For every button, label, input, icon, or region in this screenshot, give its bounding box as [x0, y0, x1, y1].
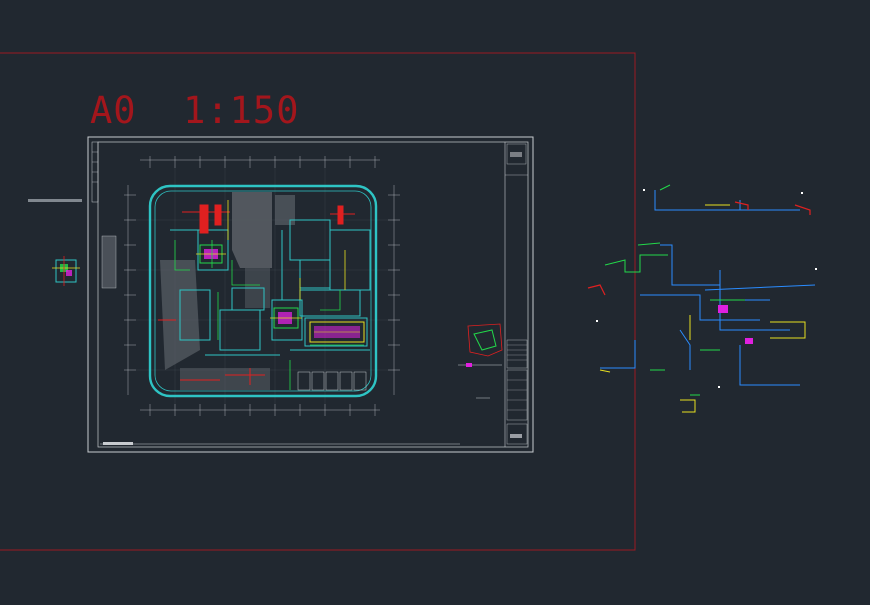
layout-boundary-frame — [0, 52, 636, 551]
drawing-note-text — [28, 199, 82, 202]
pipe-system-diagram[interactable] — [587, 184, 817, 413]
site-location-plan[interactable] — [458, 323, 503, 399]
floor-plan[interactable] — [101, 156, 400, 416]
mep-equipment-cluster-3[interactable] — [309, 321, 365, 346]
mep-equipment-cluster-1[interactable] — [196, 240, 226, 268]
title-block — [504, 142, 528, 447]
sheet-scale-label: A0 1:150 — [90, 89, 300, 132]
drawing-sheet[interactable] — [87, 136, 534, 453]
mep-equipment-cluster-2[interactable] — [270, 307, 302, 329]
key-plan-thumbnail[interactable] — [52, 256, 80, 286]
